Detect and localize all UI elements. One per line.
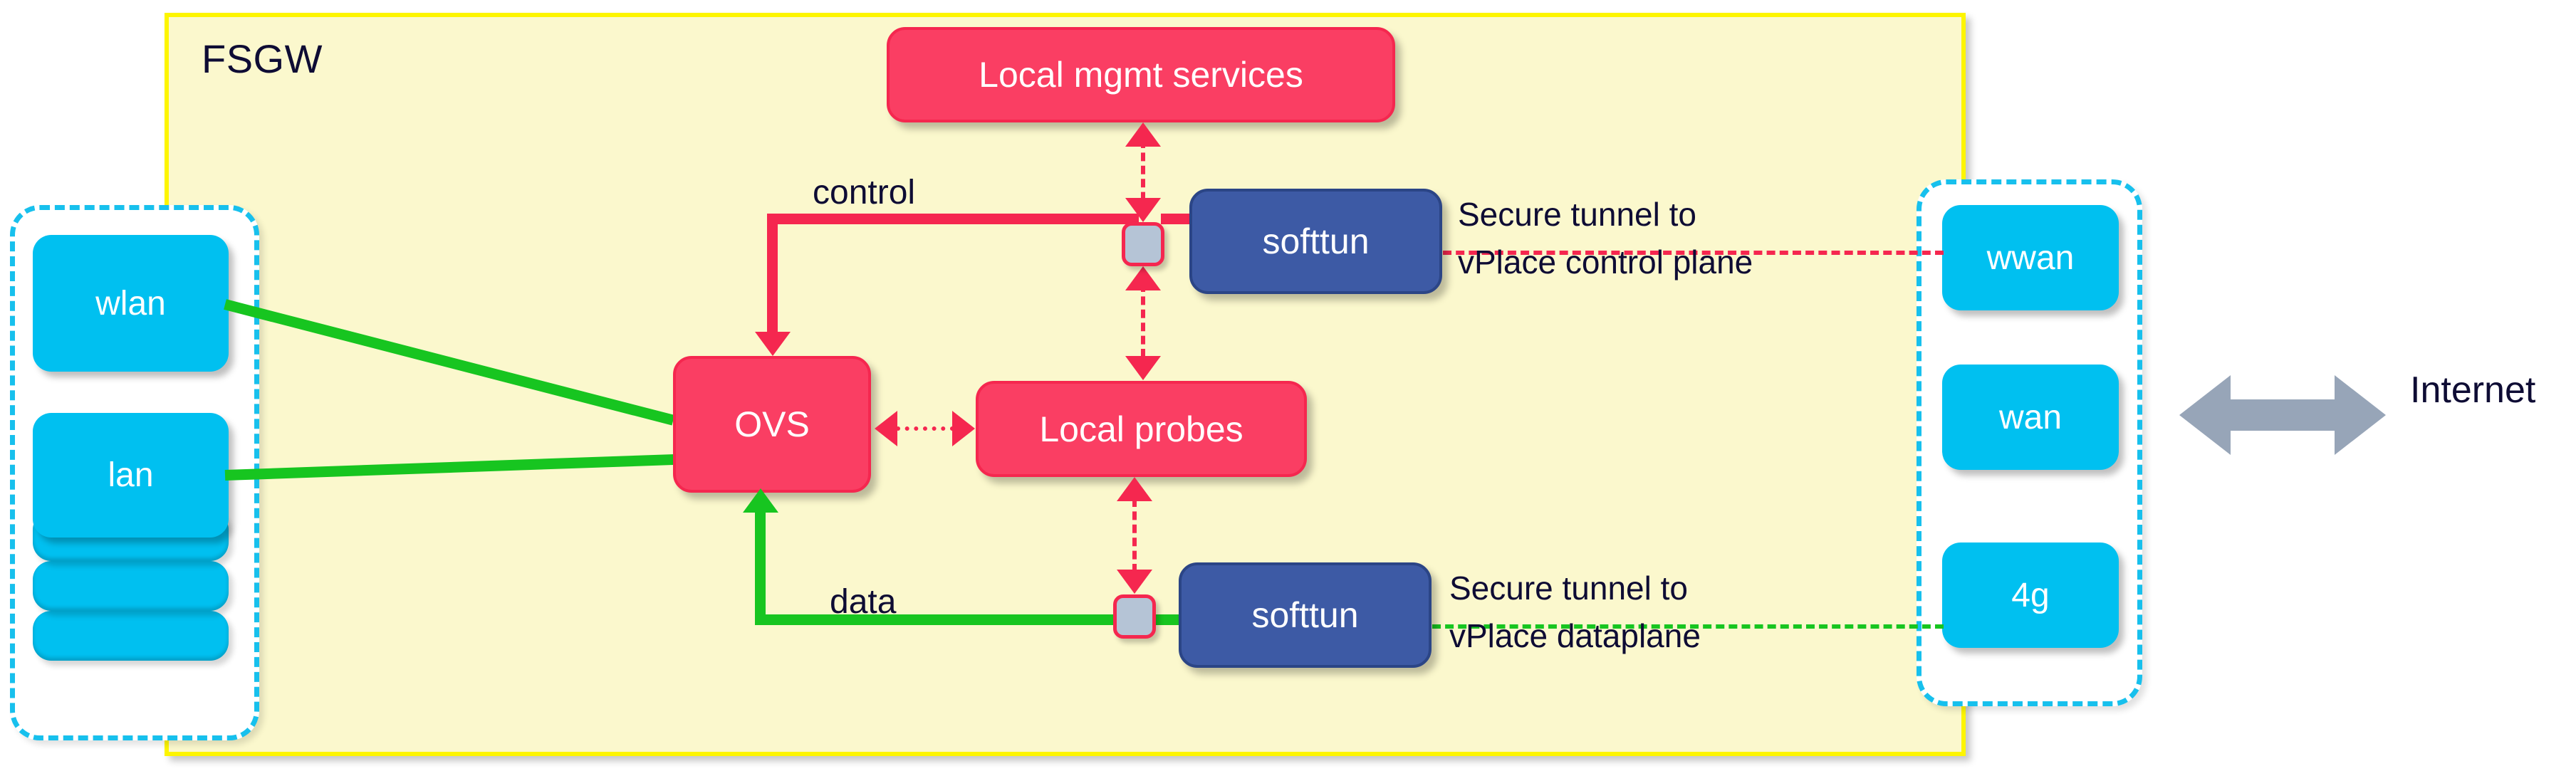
interface-wan[interactable]: wan xyxy=(1942,365,2119,470)
node-softtun-data[interactable]: softtun xyxy=(1179,562,1432,668)
tunnel-line-control-plane xyxy=(1443,251,1944,255)
interface-label: wwan xyxy=(1986,239,2075,277)
tunnel-control-line2: vPlace control plane xyxy=(1458,243,1753,281)
probe-link-probes-to-data-junction xyxy=(1132,498,1137,572)
probe-arrow-to-mgmt xyxy=(1125,122,1161,147)
junction-data-port[interactable] xyxy=(1113,594,1156,639)
tunnel-data-line1: Secure tunnel to xyxy=(1449,570,1689,607)
node-label: softtun xyxy=(1262,221,1370,261)
node-label: Local probes xyxy=(1039,409,1243,449)
probe-link-mgmt-to-junction xyxy=(1141,140,1145,214)
interface-lan[interactable]: lan xyxy=(33,413,229,538)
interface-label: wlan xyxy=(95,284,166,323)
control-line-vertical xyxy=(767,214,778,335)
interface-label: 4g xyxy=(2011,576,2050,614)
tunnel-control-line1: Secure tunnel to xyxy=(1458,196,1697,233)
probe-arrow-to-control-junction xyxy=(1125,198,1161,222)
interface-4g[interactable]: 4g xyxy=(1942,542,2119,648)
control-line-horizontal xyxy=(767,214,1139,224)
junction-control-port[interactable] xyxy=(1122,222,1164,266)
probe-link-junction-to-probes xyxy=(1141,283,1145,357)
control-line-junction-to-softtun xyxy=(1161,214,1195,224)
probe-arrow-up-from-probes xyxy=(1125,266,1161,290)
probe-arrow-down-into-probes xyxy=(1125,356,1161,380)
label-control-link: control xyxy=(813,174,916,211)
node-softtun-control[interactable]: softtun xyxy=(1189,189,1442,294)
data-line-junction-to-softtun xyxy=(1152,614,1184,625)
node-label: softtun xyxy=(1251,595,1359,635)
probe-arrow-up-into-probes xyxy=(1117,477,1152,501)
interface-wlan[interactable]: wlan xyxy=(33,235,229,372)
lan-stack-layer-2 xyxy=(33,561,229,611)
tunnel-data-line2: vPlace dataplane xyxy=(1449,617,1701,654)
interface-wwan[interactable]: wwan xyxy=(1942,205,2119,310)
double-arrow-icon xyxy=(2179,375,2386,455)
node-local-mgmt-services[interactable]: Local mgmt services xyxy=(887,27,1395,122)
node-ovs[interactable]: OVS xyxy=(673,356,871,493)
node-local-probes[interactable]: Local probes xyxy=(976,381,1307,477)
tunnel-line-dataplane xyxy=(1432,624,1944,629)
interface-label: wan xyxy=(1998,398,2063,436)
probe-arrow-into-probes xyxy=(952,411,975,446)
label-data-link: data xyxy=(830,583,897,621)
label-tunnel-control-plane: Secure tunnel to vPlace control plane xyxy=(1458,191,1753,285)
label-tunnel-dataplane: Secure tunnel to vPlace dataplane xyxy=(1449,565,1701,659)
label-internet: Internet xyxy=(2410,369,2536,411)
fsgw-title: FSGW xyxy=(202,36,323,81)
control-arrowhead-into-ovs xyxy=(755,332,791,356)
node-label: OVS xyxy=(734,404,810,444)
data-line-vertical xyxy=(755,498,766,625)
probe-arrow-down-to-data-junction xyxy=(1117,570,1152,594)
probe-arrow-into-ovs xyxy=(875,411,897,446)
node-label: Local mgmt services xyxy=(979,55,1303,95)
lan-stack-layer-3 xyxy=(33,611,229,661)
data-arrowhead-into-ovs xyxy=(743,488,778,513)
probe-link-ovs-to-probes xyxy=(896,426,954,431)
data-line-horizontal xyxy=(755,614,1118,625)
interface-label: lan xyxy=(108,456,154,494)
